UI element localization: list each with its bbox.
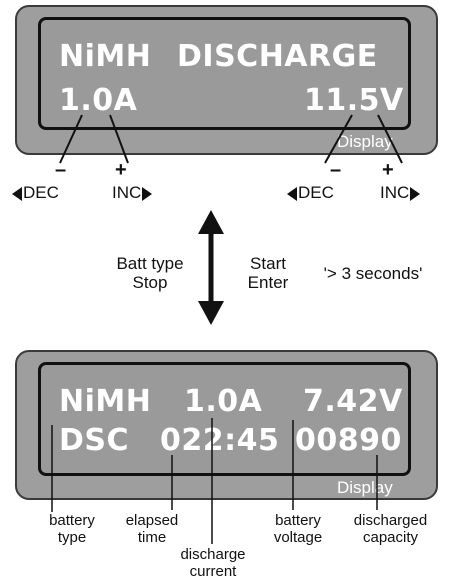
hold-duration-note: '> 3 seconds'	[323, 264, 423, 283]
callout-discharge-current-line1: discharge	[180, 546, 246, 563]
top-display-label: Display	[337, 132, 393, 151]
callout-battery-voltage: battery voltage	[258, 512, 338, 546]
right-arrow-icon	[142, 186, 153, 201]
callout-discharged-capacity: discharged capacity	[338, 512, 443, 546]
stop-label: Stop	[132, 273, 168, 292]
top-lcd-line2-right: 11.5V	[304, 83, 404, 118]
bottom-lcd-line2-col3: 00890	[295, 423, 402, 458]
left-arrow-icon	[12, 186, 22, 201]
bottom-lcd-line2-col1: DSC	[59, 423, 130, 458]
bottom-lcd-line2-col2: 022:45	[160, 423, 280, 458]
batt-type-label: Batt type	[116, 254, 184, 273]
left-inc-label: INC	[112, 183, 142, 202]
callout-battery-type-line1: battery	[49, 512, 95, 529]
left-dec-button[interactable]: DEC	[12, 184, 59, 201]
left-arrow-icon	[287, 186, 297, 201]
transition-left-text: Batt type Stop	[100, 254, 200, 292]
left-dec-sign: –	[55, 159, 67, 181]
right-dec-button[interactable]: DEC	[287, 184, 334, 201]
left-inc-button[interactable]: INC	[112, 183, 153, 202]
callout-elapsed-time-line1: elapsed	[125, 512, 179, 529]
callout-battery-voltage-line2: voltage	[273, 529, 323, 546]
left-inc-sign: +	[115, 159, 127, 181]
top-lcd-line1-right: DISCHARGE	[177, 39, 378, 74]
left-dec-leader	[59, 114, 83, 164]
callout-battery-voltage-line1: battery	[275, 512, 321, 529]
callout-elapsed-time-line2: time	[137, 529, 167, 546]
double-arrow-icon	[198, 210, 224, 325]
enter-label: Enter	[247, 273, 289, 292]
right-inc-sign: +	[382, 159, 394, 181]
right-inc-label: INC	[380, 183, 410, 202]
bottom-display-label: Display	[337, 478, 393, 497]
bottom-lcd-line1-col1: NiMH	[59, 384, 152, 419]
callout-discharge-current-line2: current	[189, 563, 237, 580]
right-inc-button[interactable]: INC	[380, 183, 421, 202]
callout-discharge-current: discharge current	[168, 546, 258, 580]
top-lcd-line2-left: 1.0A	[59, 83, 138, 118]
callout-discharged-capacity-line1: discharged	[353, 512, 428, 529]
callout-battery-type-line2: type	[57, 529, 87, 546]
transition-right-text: Start Enter	[238, 254, 298, 292]
right-dec-leader	[324, 114, 353, 164]
bottom-lcd-line1-col3: 7.42V	[303, 384, 403, 419]
callout-battery-type: battery type	[32, 512, 112, 546]
top-lcd-line1-left: NiMH	[59, 39, 152, 74]
bottom-lcd-screen: NiMH 1.0A 7.42V DSC 022:45 00890	[38, 362, 411, 476]
start-label: Start	[250, 254, 286, 273]
right-dec-label: DEC	[298, 183, 334, 202]
right-dec-sign: –	[330, 159, 342, 181]
left-dec-label: DEC	[23, 183, 59, 202]
top-lcd-screen: NiMH DISCHARGE 1.0A 11.5V	[38, 17, 411, 130]
callout-discharged-capacity-line2: capacity	[362, 529, 419, 546]
right-arrow-icon	[410, 186, 421, 201]
left-inc-leader	[109, 114, 129, 164]
callout-elapsed-time: elapsed time	[112, 512, 192, 546]
right-inc-leader	[377, 114, 403, 164]
bottom-lcd-line1-col2: 1.0A	[184, 384, 263, 419]
